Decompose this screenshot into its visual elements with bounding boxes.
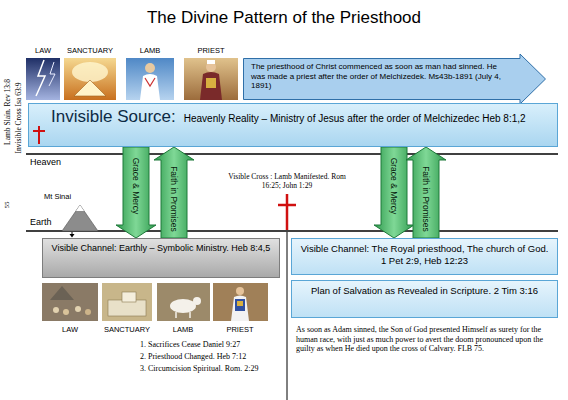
block-arrow [154, 147, 194, 238]
box-text: Plan of Salvation as Revealed in Scriptu… [298, 285, 551, 297]
edge-label: Faith in Promises [421, 166, 431, 232]
earth-line [26, 230, 558, 231]
box-text: Heavenly Reality – Ministry of Jesus aft… [184, 113, 526, 124]
block-arrow [406, 147, 446, 238]
edge-label: Grace & Mercy [389, 158, 399, 215]
quote-arrow: The priesthood of Christ commenced as so… [243, 58, 546, 100]
list-item: 3. Circumcision Spiritual. Rom. 2:29 [140, 364, 258, 373]
picture-label: PRIEST [197, 46, 224, 55]
mountain-symbol [62, 205, 98, 231]
priest-picture [184, 58, 238, 100]
sanctuary-picture [64, 58, 116, 100]
page-number: 55 [3, 202, 11, 209]
box-text: Visible Channel: The Royal priesthood, T… [298, 243, 551, 267]
sanctuary-picture [102, 283, 152, 321]
box-text: The priesthood of Christ commenced as so… [251, 62, 512, 91]
edge-label: Grace & Mercy [131, 158, 141, 215]
realm-label: Heaven [30, 157, 61, 167]
picture-label: SANCTUARY [104, 325, 150, 334]
law-picture [42, 283, 98, 321]
priest-picture [213, 283, 268, 321]
source-band: Invisible Source: Heavenly Reality – Mini… [28, 103, 558, 147]
picture-label: LAMB [173, 325, 193, 334]
heaven-line [26, 153, 558, 154]
place-label: Mt Sinai [44, 192, 71, 201]
block-arrow [374, 147, 414, 238]
picture-label: SANCTUARY [67, 46, 113, 55]
pointer-head [70, 234, 75, 238]
realm-label: Earth [30, 217, 52, 227]
picture-label: PRIEST [226, 325, 253, 334]
salvation-box: Plan of Salvation as Revealed in Scriptu… [291, 280, 558, 318]
lamb-picture [157, 283, 210, 321]
channel-box: Visible Channel: Earthly – Symbolic Mini… [42, 238, 280, 278]
quote-note: As soon as Adam sinned, the Son of God p… [296, 325, 554, 354]
edge-label: Faith in Promises [169, 166, 179, 232]
cross-note: Visible Cross : Lamb Manifested. Rom 16:… [226, 172, 348, 190]
cross-symbol [33, 126, 45, 144]
picture-label: LAW [62, 325, 78, 334]
divider-line [287, 232, 288, 400]
side-note: Invisible Cross Isa 63:9 [14, 82, 23, 153]
cross-symbol [278, 194, 296, 230]
law-picture [26, 58, 60, 100]
arrow-outline [244, 54, 546, 104]
side-note: Lamb Slain. Rev 13:8 [3, 79, 12, 145]
lamb-picture [126, 58, 174, 100]
channel-box: Visible Channel: The Royal priesthood, T… [291, 238, 558, 275]
box-heading: Invisible Source: [51, 107, 176, 126]
picture-label: LAW [35, 46, 51, 55]
picture-label: LAMB [140, 46, 160, 55]
diagram-title: The Divine Pattern of the Priesthood [0, 8, 568, 28]
list-item: 1. Sacrifices Cease Daniel 9:27 [140, 340, 240, 349]
box-text: Visible Channel: Earthly – Symbolic Mini… [49, 243, 273, 254]
block-arrow [116, 147, 156, 238]
list-item: 2. Priesthood Changed. Heb 7:12 [140, 352, 246, 361]
